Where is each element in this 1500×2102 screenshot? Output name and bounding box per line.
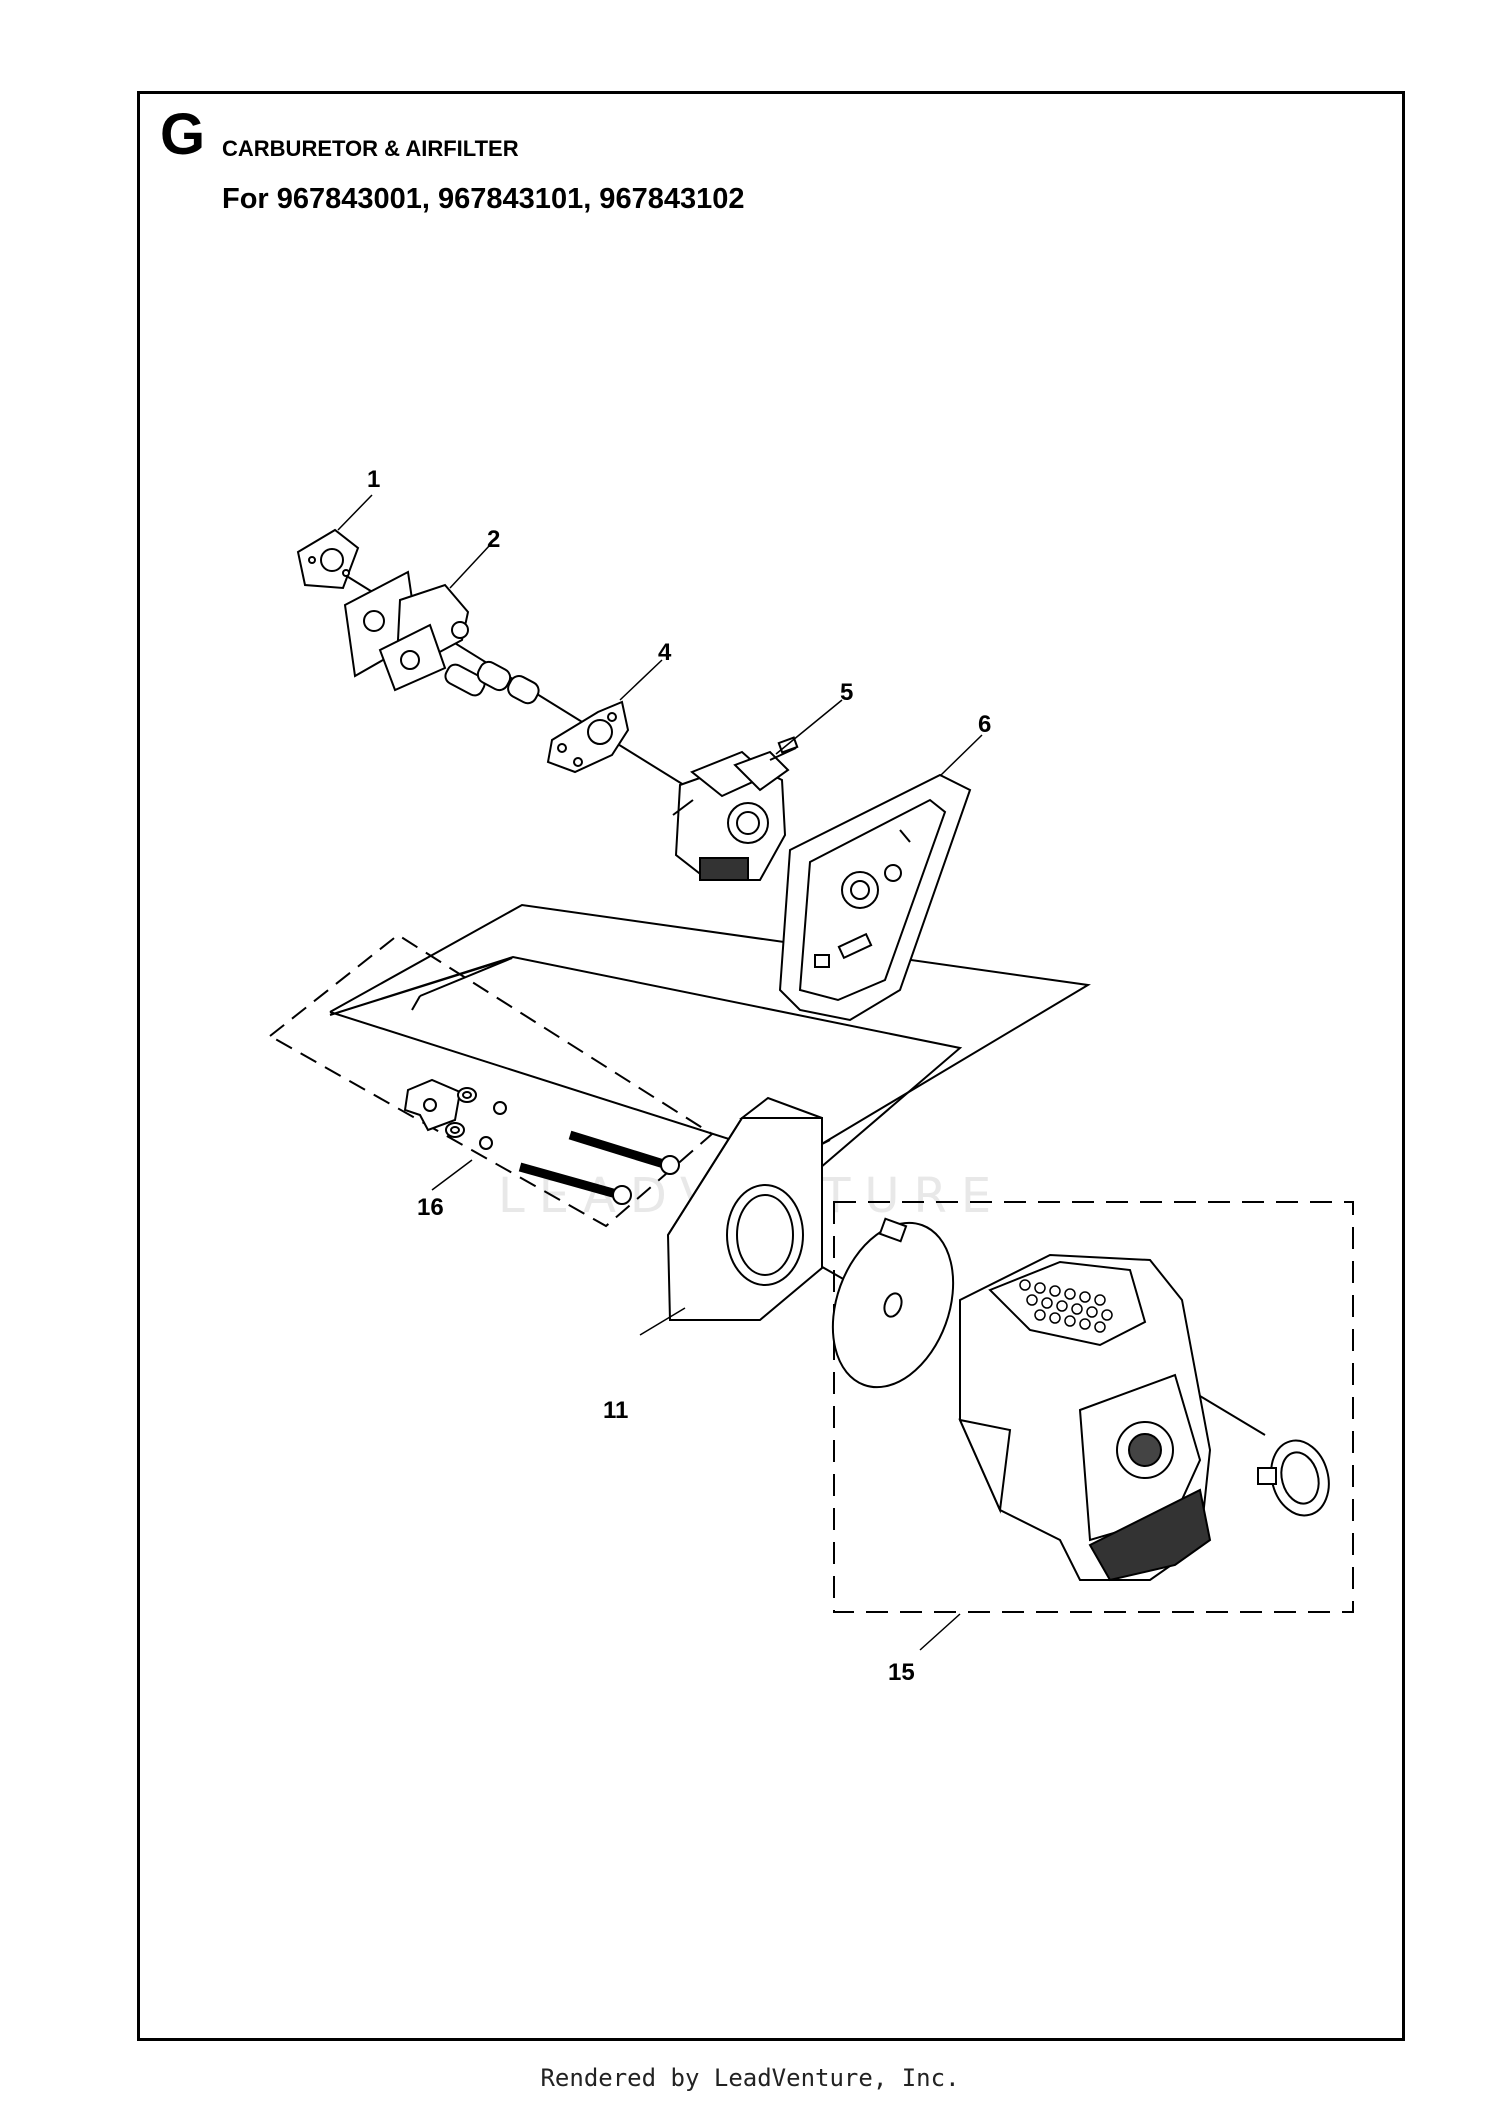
callout-5: 5 bbox=[840, 679, 853, 706]
model-numbers: For 967843001, 967843101, 967843102 bbox=[222, 183, 745, 215]
callout-numbers: 1 2 4 5 6 11 15 16 bbox=[367, 466, 991, 1686]
cover-knob-icon bbox=[1257, 1439, 1330, 1517]
base-assembly-outline-lines bbox=[329, 903, 1091, 1169]
callout-leaders bbox=[337, 494, 983, 1651]
bolt-kit-icon bbox=[403, 1078, 680, 1205]
callout-4: 4 bbox=[658, 639, 672, 666]
diagram-frame bbox=[137, 91, 1405, 2041]
airfilter-base-icon bbox=[778, 773, 972, 1022]
callout-1: 1 bbox=[367, 466, 380, 493]
filter-element-icon bbox=[666, 1096, 823, 1321]
filter-plate-icon bbox=[831, 1217, 955, 1389]
gasket-icon bbox=[296, 528, 360, 590]
section-letter: G bbox=[160, 102, 206, 167]
carburetor-icon bbox=[672, 736, 799, 881]
cover-kit-outline bbox=[833, 1201, 1354, 1613]
honeycomb-grille-icon bbox=[1019, 1279, 1113, 1333]
callout-2: 2 bbox=[487, 526, 500, 553]
intake-manifold-icon bbox=[343, 570, 540, 705]
callout-6: 6 bbox=[978, 711, 991, 738]
bolt-kit-outline bbox=[268, 933, 714, 1228]
callout-16: 16 bbox=[417, 1194, 444, 1221]
airfilter-cover-kit-icon bbox=[958, 1253, 1212, 1582]
base-assembly-outline bbox=[330, 905, 1088, 1170]
section-title: CARBURETOR & AIRFILTER bbox=[222, 136, 519, 161]
gasket-icon bbox=[546, 700, 630, 774]
callout-15: 15 bbox=[888, 1659, 915, 1686]
callout-11: 11 bbox=[603, 1397, 628, 1424]
footer-credit: Rendered by LeadVenture, Inc. bbox=[540, 2064, 960, 2092]
